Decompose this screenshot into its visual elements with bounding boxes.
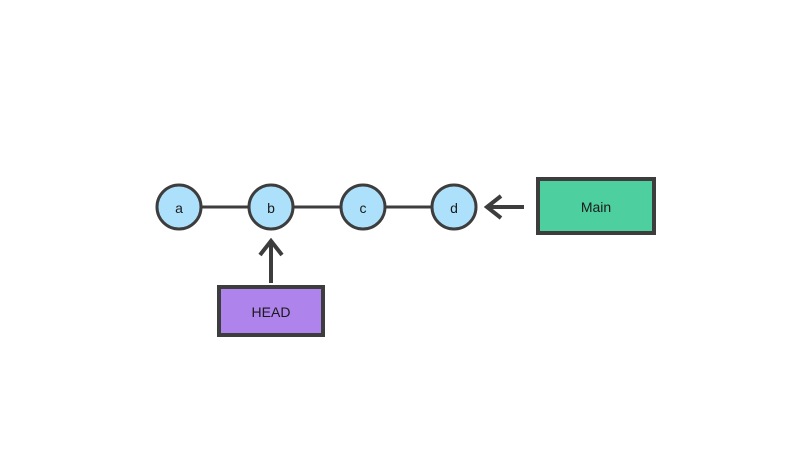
head-pointer-arrow [258,237,284,283]
commit-node-a[interactable]: a [155,183,203,231]
main-pointer-arrow [483,194,524,220]
arrow-up-icon [258,237,284,257]
commit-node-c[interactable]: c [339,183,387,231]
main-box[interactable] [536,177,656,235]
commit-circle-c[interactable] [339,183,387,231]
head-box-label: HEAD [252,304,291,320]
commit-circle-b[interactable] [247,183,295,231]
main-box-label: Main [581,199,611,215]
commit-label-b: b [267,200,275,216]
commit-circle-a[interactable] [155,183,203,231]
commit-node-d[interactable]: d [430,183,478,231]
branch-label-main[interactable]: Main [536,177,656,235]
commit-label-a: a [175,200,183,216]
commit-label-c: c [360,200,367,216]
commit-circle-d[interactable] [430,183,478,231]
ref-label-head[interactable]: HEAD [217,285,325,337]
commit-label-d: d [450,200,458,216]
head-box[interactable] [217,285,325,337]
commit-node-b[interactable]: b [247,183,295,231]
arrow-left-icon [483,194,503,220]
